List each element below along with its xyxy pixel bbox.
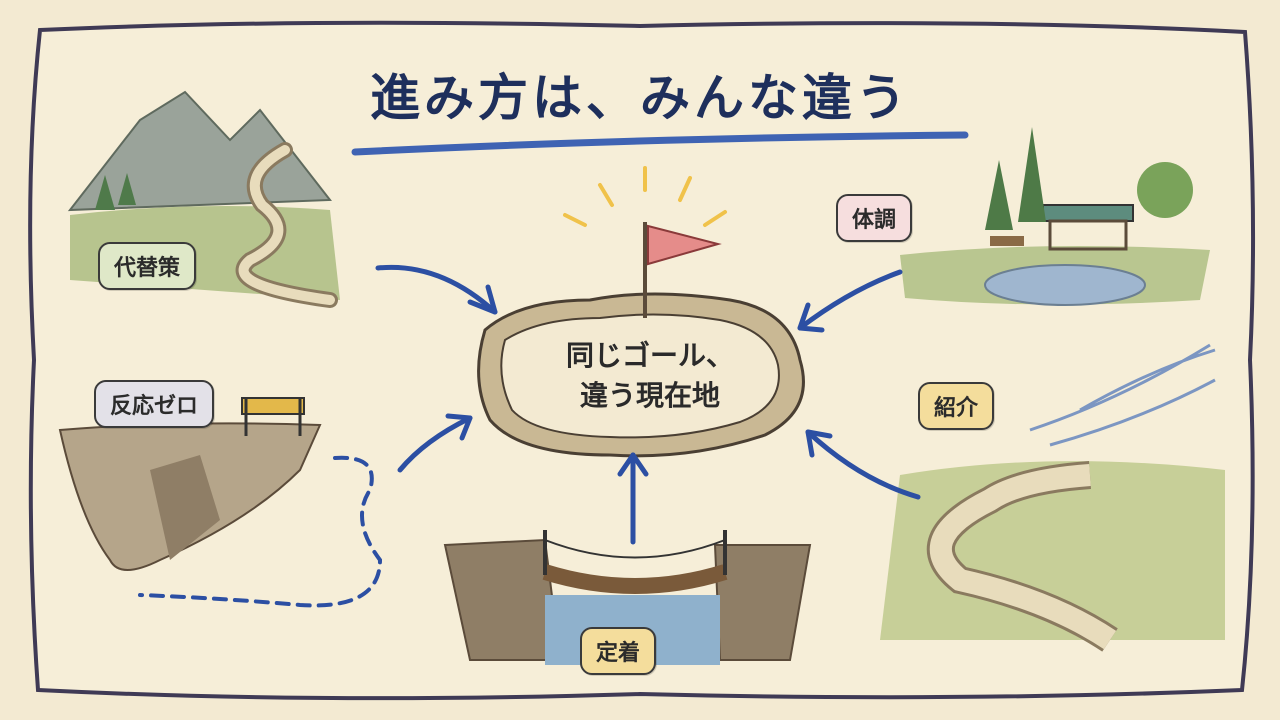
barrier: [241, 397, 305, 415]
label-alternative: 代替策: [98, 242, 197, 290]
arrow-from-condition: [797, 269, 903, 331]
arrow-from-no-response: [397, 415, 473, 473]
goal-island: [477, 166, 805, 458]
arrow-from-referral-head: [805, 429, 833, 458]
goal-caption: 同じゴール、 違う現在地: [520, 336, 780, 416]
arrow-from-alternative-head: [467, 284, 498, 315]
label-referral: 紹介: [918, 382, 995, 430]
arrows: [375, 264, 921, 545]
park-scene: [900, 127, 1210, 306]
goal-caption-line1: 同じゴール、: [565, 339, 734, 372]
label-condition: 体調: [836, 194, 913, 242]
arrow-from-settling-head: [617, 452, 649, 477]
bridge-scene: [443, 530, 812, 665]
label-no-response: 反応ゼロ: [94, 380, 215, 428]
pond: [984, 264, 1146, 306]
wind-lines: [1029, 343, 1216, 447]
mountain-scene: [67, 90, 340, 308]
page-title: 進み方は、みんな違う: [370, 69, 910, 127]
arrow-from-no-response-head: [445, 413, 473, 441]
goal-caption-line2: 違う現在地: [579, 379, 720, 412]
road-scene: [880, 343, 1225, 652]
rope-bridge: [542, 564, 728, 594]
flag-glow: [563, 166, 727, 227]
label-settling: 定着: [580, 627, 657, 675]
detour-path: [138, 455, 383, 608]
bench: [990, 236, 1024, 246]
title-underline: [351, 131, 969, 156]
arrow-from-referral: [805, 429, 921, 500]
gazebo-roof: [1042, 204, 1134, 222]
arrow-from-condition-head: [797, 302, 825, 333]
arrow-from-alternative: [375, 264, 498, 315]
goal-flag: [647, 224, 722, 266]
